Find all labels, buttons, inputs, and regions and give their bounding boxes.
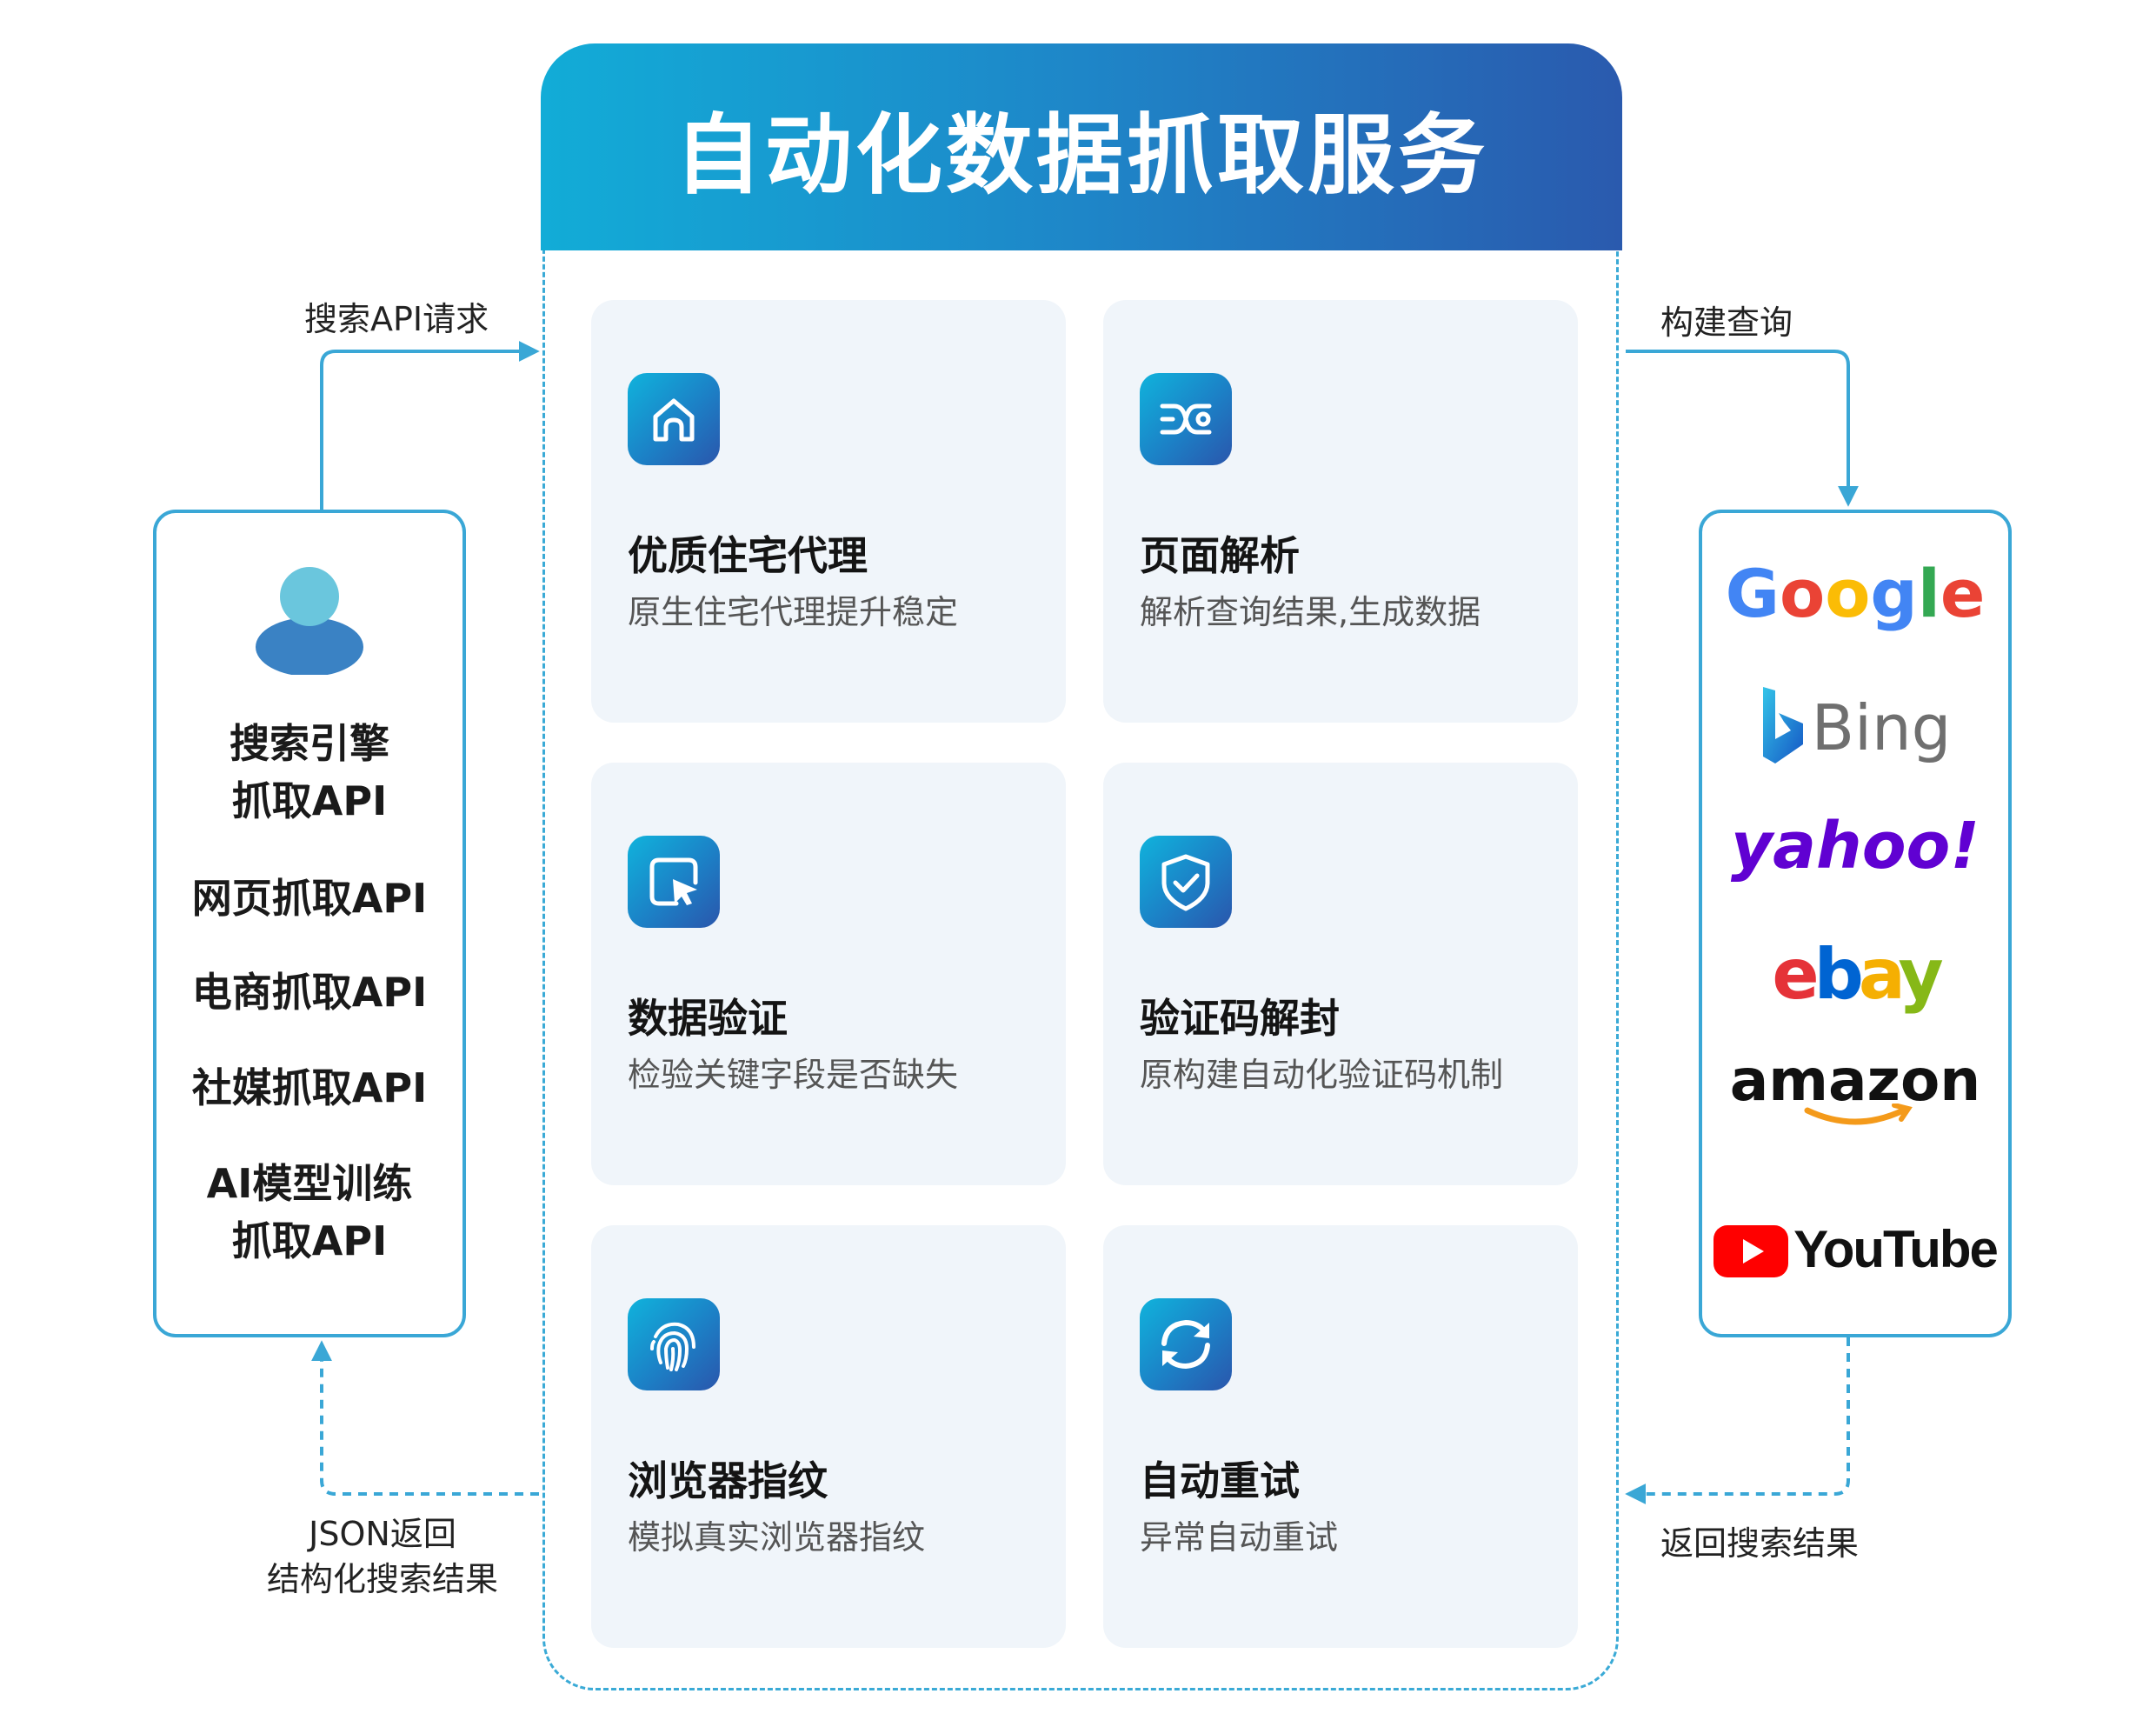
youtube-logo: YouTube: [1702, 1219, 2008, 1279]
card-title: 浏览器指纹: [628, 1457, 828, 1504]
bing-mark-icon: [1762, 687, 1803, 763]
card-residential-proxy: 优质住宅代理 原生住宅代理提升稳定: [591, 300, 1066, 723]
cursor-select-icon: [628, 836, 720, 928]
user-icon: [256, 567, 363, 675]
api-item-ai-training[interactable]: AI模型训练 抓取API: [206, 1160, 413, 1264]
service-header: 自动化数据抓取服务: [541, 43, 1622, 250]
card-title: 验证码解封: [1140, 995, 1340, 1042]
build-query-arrow: [1626, 350, 1859, 507]
card-captcha-unlock: 验证码解封 原构建自动化验证码机制: [1103, 763, 1578, 1185]
card-title: 自动重试: [1140, 1457, 1300, 1504]
fingerprint-icon: [628, 1298, 720, 1390]
google-logo: Google: [1725, 555, 1986, 632]
card-desc: 原生住宅代理提升稳定: [628, 593, 959, 631]
refresh-icon: [1140, 1298, 1232, 1390]
card-title: 数据验证: [628, 995, 788, 1042]
parse-icon: [1140, 373, 1232, 465]
card-title: 页面解析: [1140, 532, 1300, 579]
return-results-arrow: [1625, 1337, 1850, 1504]
amazon-logo: amazon: [1702, 1047, 2008, 1130]
api-product-panel: 搜索引擎 抓取API 网页抓取API 电商抓取API 社媒抓取API AI模型训…: [153, 510, 466, 1337]
house-icon: [628, 373, 720, 465]
page-title: 自动化数据抓取服务: [675, 103, 1488, 206]
json-return-label: JSON返回 结构化搜索结果: [266, 1515, 498, 1598]
card-browser-fingerprint: 浏览器指纹 模拟真实浏览器指纹: [591, 1225, 1066, 1648]
card-desc: 解析查询结果,生成数据: [1140, 593, 1481, 631]
search-engine-panel: Google Bing yahoo! ebay amazon YouTube: [1699, 510, 2012, 1337]
card-title: 优质住宅代理: [628, 532, 868, 579]
yahoo-logo: yahoo!: [1730, 809, 1980, 884]
api-item-web-scraping[interactable]: 网页抓取API: [191, 875, 428, 922]
card-desc: 检验关键字段是否缺失: [628, 1056, 959, 1094]
json-return-arrow: [311, 1340, 539, 1496]
ebay-logo: ebay: [1772, 934, 1943, 1015]
search-request-arrow: [320, 341, 540, 510]
api-item-ecommerce[interactable]: 电商抓取API: [191, 969, 428, 1016]
youtube-play-icon: [1713, 1225, 1789, 1277]
card-data-validation: 数据验证 检验关键字段是否缺失: [591, 763, 1066, 1185]
bing-logo: Bing: [1702, 683, 2008, 767]
search-request-label: 搜索API请求: [304, 300, 489, 338]
api-item-search-engine[interactable]: 搜索引擎 抓取API: [230, 720, 389, 824]
card-page-parse: 页面解析 解析查询结果,生成数据: [1103, 300, 1578, 723]
amazon-smile-icon: [1804, 1104, 1913, 1125]
build-query-label: 构建查询: [1660, 303, 1793, 342]
card-auto-retry: 自动重试 异常自动重试: [1103, 1225, 1578, 1648]
card-desc: 原构建自动化验证码机制: [1140, 1056, 1504, 1094]
card-desc: 模拟真实浏览器指纹: [628, 1518, 926, 1557]
card-desc: 异常自动重试: [1140, 1518, 1339, 1557]
api-item-social-media[interactable]: 社媒抓取API: [191, 1064, 428, 1111]
shield-check-icon: [1140, 836, 1232, 928]
return-results-label: 返回搜索结果: [1660, 1524, 1860, 1563]
